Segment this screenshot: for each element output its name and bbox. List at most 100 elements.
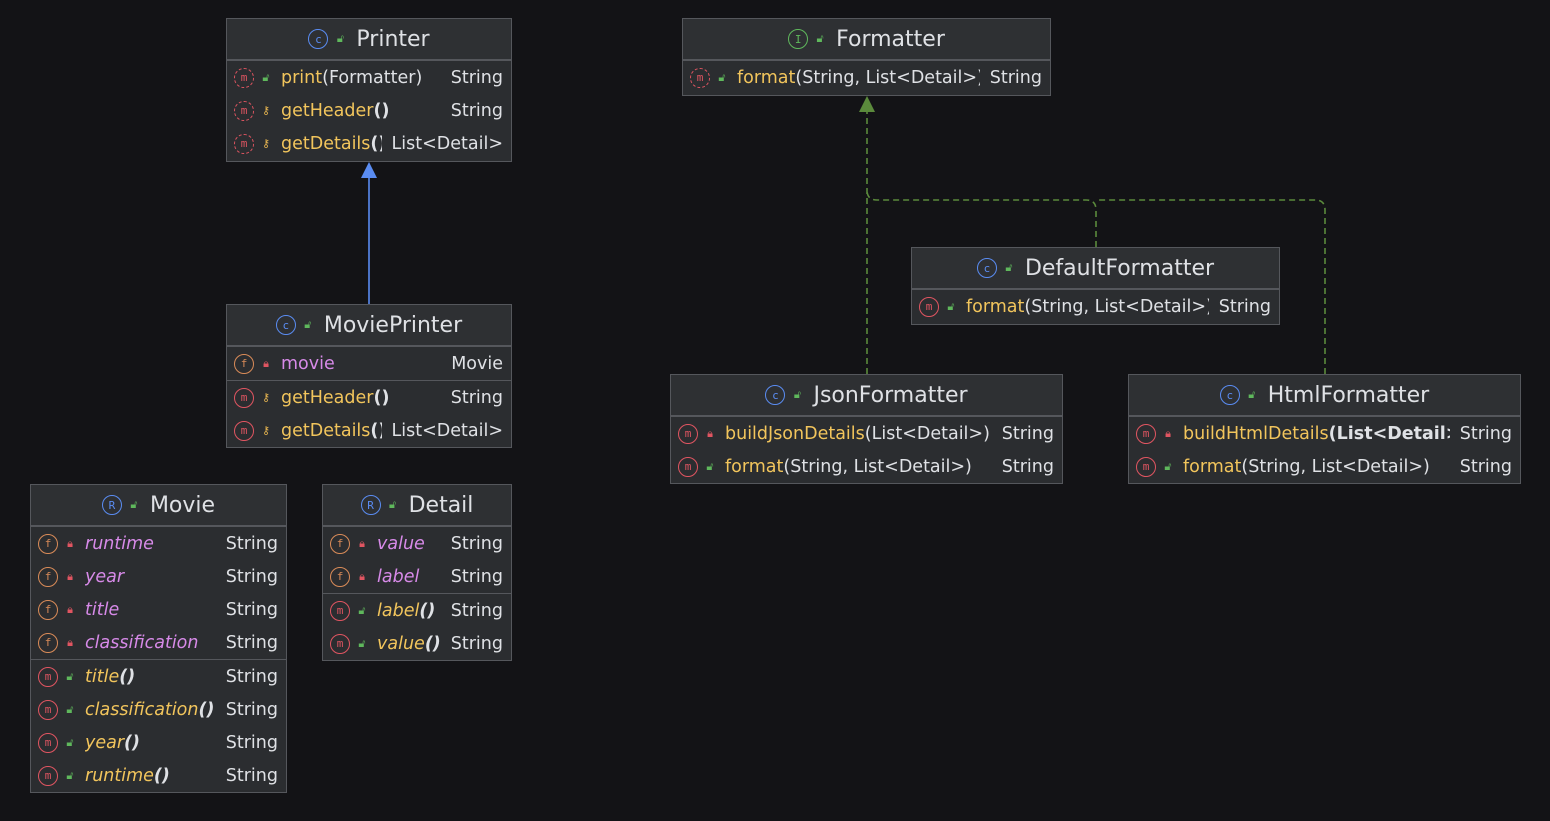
method-row[interactable]: m 🔓︎ classification() String [31, 693, 286, 726]
field-name: runtime [85, 533, 154, 554]
return-type: String [450, 67, 503, 88]
interface-icon: I [788, 29, 809, 49]
abstract-method-icon: m [234, 100, 254, 121]
field-name: title [85, 599, 120, 620]
method-icon: m [38, 765, 58, 786]
field-name: year [85, 566, 125, 587]
class-name: HtmlFormatter [1267, 382, 1430, 408]
return-type: String [450, 600, 503, 621]
method-params: () [370, 420, 381, 441]
field-row[interactable]: f 🔒︎ title String [31, 593, 286, 626]
method-params: (String, List<Detail>) [783, 456, 972, 477]
method-params: () [373, 387, 390, 408]
private-lock-icon: 🔒︎ [67, 635, 73, 649]
record-detail[interactable]: R 🔓︎ Detail f 🔒︎ value String f 🔒︎ label… [322, 484, 512, 661]
edge-htmlformatter-implements-formatter [1096, 199, 1326, 374]
class-header: c 🔓︎ DefaultFormatter [912, 248, 1279, 289]
method-row[interactable]: m 🔓︎ format(String, List<Detail>) String [1129, 450, 1520, 483]
final-field-icon: f [330, 566, 350, 587]
public-icon: 🔓︎ [304, 318, 312, 331]
final-field-icon: f [234, 353, 254, 374]
protected-key-icon: ⚷ [261, 423, 271, 437]
field-name: value [377, 533, 425, 554]
class-name: Formatter [836, 26, 945, 52]
private-lock-icon: 🔒︎ [67, 536, 73, 550]
method-params: () [424, 633, 441, 654]
method-name: title [85, 666, 120, 687]
field-row[interactable]: f 🔒︎ runtime String [31, 527, 286, 560]
protected-key-icon: ⚷ [261, 103, 271, 117]
protected-key-icon: ⚷ [261, 390, 271, 404]
field-type: Movie [451, 353, 503, 374]
method-row[interactable]: m 🔓︎ title() String [31, 660, 286, 693]
class-header: c 🔓︎ HtmlFormatter [1129, 375, 1520, 416]
private-lock-icon: 🔒︎ [1165, 426, 1171, 440]
method-row[interactable]: m 🔓︎ label() String [323, 594, 511, 627]
class-name: Detail [408, 492, 474, 518]
final-field-icon: f [38, 599, 58, 620]
return-type: String [225, 666, 278, 687]
method-params: () [153, 765, 170, 786]
final-field-icon: f [38, 632, 58, 653]
public-icon: 🔓︎ [706, 459, 714, 473]
record-movie[interactable]: R 🔓︎ Movie f 🔒︎ runtime String f 🔒︎ year… [30, 484, 287, 793]
public-icon: 🔓︎ [66, 669, 74, 683]
private-lock-icon: 🔒︎ [707, 426, 713, 440]
return-type: String [450, 387, 503, 408]
protected-key-icon: ⚷ [261, 136, 271, 150]
abstract-method-icon: m [234, 67, 254, 88]
field-row[interactable]: f 🔒︎ label String [323, 560, 511, 593]
method-name: runtime [85, 765, 154, 786]
method-icon: m [1136, 456, 1156, 477]
methods-section: m 🔒︎ buildJsonDetails(List<Detail>) Stri… [671, 416, 1062, 483]
class-htmlformatter[interactable]: c 🔓︎ HtmlFormatter m 🔒︎ buildHtmlDetails… [1128, 374, 1521, 484]
method-row[interactable]: m 🔓︎ print(Formatter) String [227, 61, 511, 94]
return-type: String [1001, 456, 1054, 477]
class-movieprinter[interactable]: c 🔓︎ MoviePrinter f 🔒︎ movie Movie m ⚷ g… [226, 304, 512, 448]
record-icon: R [360, 495, 381, 515]
method-row[interactable]: m ⚷ getHeader() String [227, 381, 511, 414]
return-type: String [1001, 423, 1054, 444]
method-row[interactable]: m 🔓︎ format(String, List<Detail>) String [912, 290, 1279, 323]
method-row[interactable]: m 🔓︎ year() String [31, 726, 286, 759]
return-type: String [1218, 296, 1271, 317]
interface-formatter[interactable]: I 🔓︎ Formatter m 🔓︎ format(String, List<… [682, 18, 1051, 96]
class-jsonformatter[interactable]: c 🔓︎ JsonFormatter m 🔒︎ buildJsonDetails… [670, 374, 1063, 484]
field-name: classification [85, 632, 199, 653]
method-icon: m [330, 600, 350, 621]
method-row[interactable]: m ⚷ getHeader() String [227, 94, 511, 127]
method-params: () [124, 732, 141, 753]
method-name: getHeader [281, 100, 374, 121]
field-row[interactable]: f 🔒︎ value String [323, 527, 511, 560]
class-header: c 🔓︎ JsonFormatter [671, 375, 1062, 416]
methods-section: m 🔓︎ format(String, List<Detail>) String [683, 60, 1050, 94]
final-field-icon: f [38, 566, 58, 587]
method-icon: m [330, 633, 350, 654]
method-params: () [373, 100, 390, 121]
method-row[interactable]: m 🔓︎ value() String [323, 627, 511, 660]
public-icon: 🔓︎ [793, 388, 802, 401]
return-type: String [225, 765, 278, 786]
class-header: c 🔓︎ Printer [227, 19, 511, 60]
field-row[interactable]: f 🔒︎ classification String [31, 626, 286, 659]
field-type: String [225, 599, 278, 620]
abstract-method-icon: m [690, 67, 710, 88]
field-row[interactable]: f 🔒︎ year String [31, 560, 286, 593]
class-name: JsonFormatter [813, 382, 968, 408]
field-row[interactable]: f 🔒︎ movie Movie [227, 347, 511, 380]
method-row[interactable]: m ⚷ getDetails() List<Detail> [227, 127, 511, 160]
method-row[interactable]: m 🔒︎ buildJsonDetails(List<Detail>) Stri… [671, 417, 1062, 450]
method-row[interactable]: m ⚷ getDetails() List<Detail> [227, 414, 511, 447]
public-icon: 🔓︎ [947, 299, 955, 313]
method-row[interactable]: m 🔒︎ buildHtmlDetails(List<Detail>) Stri… [1129, 417, 1520, 450]
arrowhead-printer [361, 162, 377, 178]
methods-section: m 🔓︎ format(String, List<Detail>) String [912, 289, 1279, 323]
public-icon: 🔓︎ [130, 498, 138, 511]
method-name: format [1183, 456, 1242, 477]
class-printer[interactable]: c 🔓︎ Printer m 🔓︎ print(Formatter) Strin… [226, 18, 512, 162]
class-defaultformatter[interactable]: c 🔓︎ DefaultFormatter m 🔓︎ format(String… [911, 247, 1280, 325]
method-row[interactable]: m 🔓︎ runtime() String [31, 759, 286, 792]
method-row[interactable]: m 🔓︎ format(String, List<Detail>) String [671, 450, 1062, 483]
method-row[interactable]: m 🔓︎ format(String, List<Detail>) String [683, 61, 1050, 94]
